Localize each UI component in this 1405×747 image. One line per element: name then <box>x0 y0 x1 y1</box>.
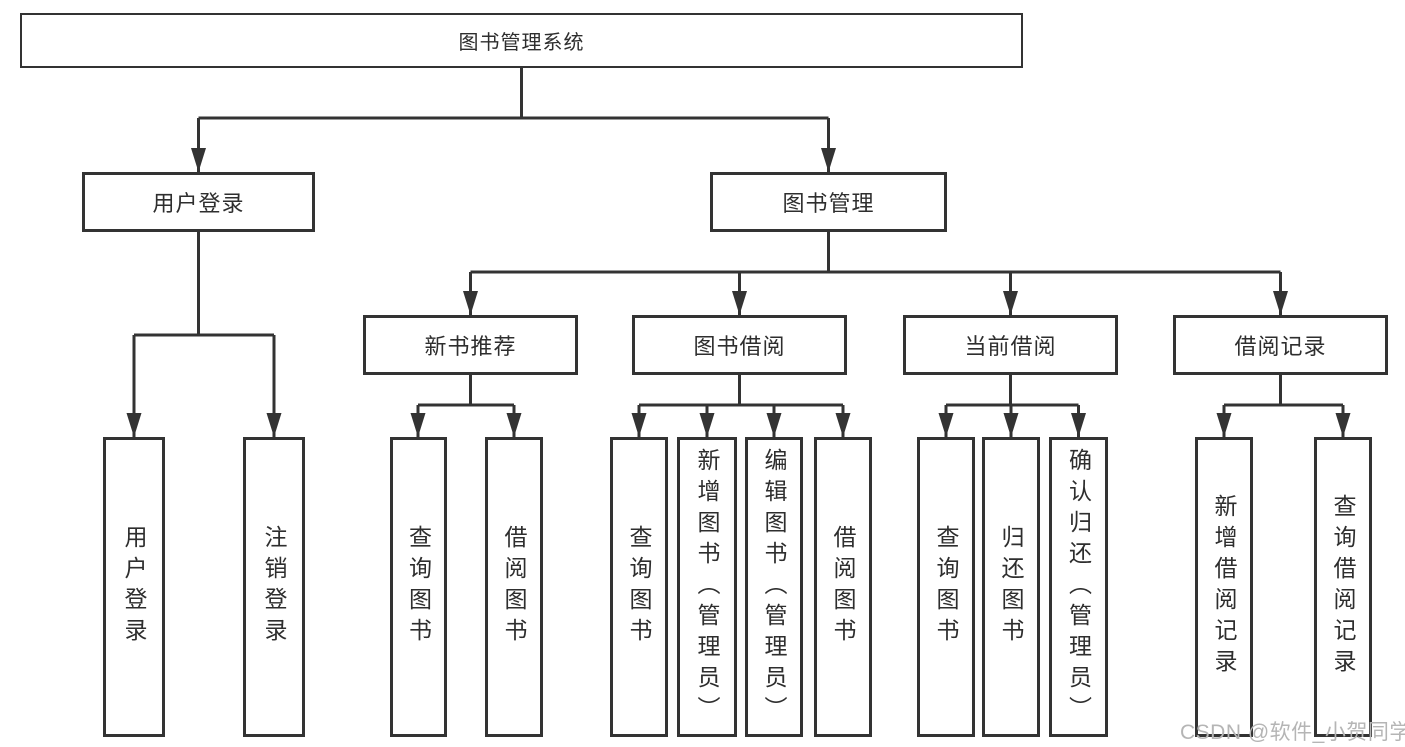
node-current-borrowing: 当前借阅 <box>903 315 1118 375</box>
node-user-login-label: 用户登录 <box>152 191 245 216</box>
connector-borrowing-to-leaves <box>631 375 851 437</box>
connector-current-to-leaves <box>938 375 1086 437</box>
node-user-login: 用户登录 <box>82 172 315 232</box>
node-root-label: 图书管理系统 <box>458 32 585 54</box>
leaf-recommend-borrow-books-label: 借阅图书 <box>501 525 527 649</box>
node-new-book-recommendation-label: 新书推荐 <box>424 334 517 359</box>
connector-login-to-leaves <box>126 232 282 437</box>
leaf-borrowing-add-books-admin: 新增图书（管理员） <box>677 437 737 737</box>
leaf-records-add-record: 新增借阅记录 <box>1195 437 1253 737</box>
connector-recommend-to-leaves <box>410 375 522 437</box>
node-book-management-label: 图书管理 <box>782 191 875 216</box>
watermark: CSDN @软件_小贺同学 <box>1180 721 1405 744</box>
connector-root-to-level2 <box>191 68 836 172</box>
node-book-borrowing-label: 图书借阅 <box>693 334 786 359</box>
node-root: 图书管理系统 <box>20 13 1023 68</box>
connector-records-to-leaves <box>1216 375 1351 437</box>
leaf-current-confirm-return-admin-label: 确认归还（管理员） <box>1065 447 1092 727</box>
node-borrowing-records: 借阅记录 <box>1173 315 1388 375</box>
leaf-recommend-query-books: 查询图书 <box>390 437 447 737</box>
leaf-borrowing-edit-books-admin: 编辑图书（管理员） <box>745 437 803 737</box>
leaf-current-query-books: 查询图书 <box>917 437 975 737</box>
leaf-borrowing-query-books-label: 查询图书 <box>626 525 652 649</box>
leaf-borrowing-edit-books-admin-label: 编辑图书（管理员） <box>761 447 787 727</box>
leaf-records-query-record-label: 查询借阅记录 <box>1330 494 1356 680</box>
leaf-borrowing-borrow-books: 借阅图书 <box>814 437 872 737</box>
leaf-current-return-books: 归还图书 <box>982 437 1040 737</box>
node-book-borrowing: 图书借阅 <box>632 315 847 375</box>
leaf-recommend-borrow-books: 借阅图书 <box>485 437 543 737</box>
leaf-current-return-books-label: 归还图书 <box>998 525 1024 649</box>
leaf-recommend-query-books-label: 查询图书 <box>405 525 432 649</box>
leaf-borrowing-query-books: 查询图书 <box>610 437 668 737</box>
node-book-management: 图书管理 <box>710 172 947 232</box>
leaf-logout-label: 注销登录 <box>261 525 287 649</box>
leaf-user-login-label: 用户登录 <box>121 525 147 649</box>
node-borrowing-records-label: 借阅记录 <box>1234 334 1327 359</box>
leaf-user-login: 用户登录 <box>103 437 165 737</box>
node-new-book-recommendation: 新书推荐 <box>363 315 578 375</box>
leaf-records-add-record-label: 新增借阅记录 <box>1211 494 1237 680</box>
leaf-borrowing-borrow-books-label: 借阅图书 <box>830 525 856 649</box>
leaf-current-query-books-label: 查询图书 <box>933 525 959 649</box>
connector-mgmt-to-level3 <box>463 232 1288 315</box>
node-current-borrowing-label: 当前借阅 <box>964 334 1057 359</box>
leaf-logout: 注销登录 <box>243 437 305 737</box>
leaf-current-confirm-return-admin: 确认归还（管理员） <box>1049 437 1108 737</box>
leaf-borrowing-add-books-admin-label: 新增图书（管理员） <box>694 447 720 727</box>
leaf-records-query-record: 查询借阅记录 <box>1314 437 1372 737</box>
